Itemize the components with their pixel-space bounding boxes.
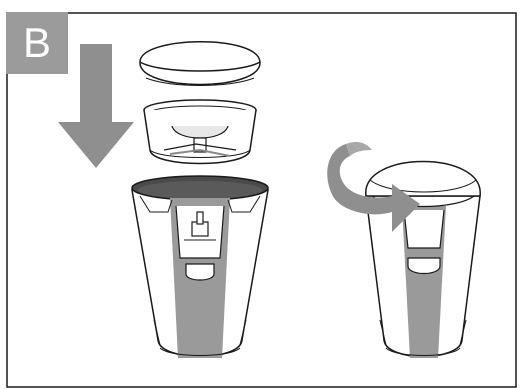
step-label-badge: B xyxy=(6,12,68,74)
assembled-grinder xyxy=(366,162,480,359)
lid-component xyxy=(140,42,260,86)
grinding-chamber xyxy=(144,100,256,164)
base-body-left xyxy=(132,176,268,358)
down-arrow-icon xyxy=(58,44,134,168)
